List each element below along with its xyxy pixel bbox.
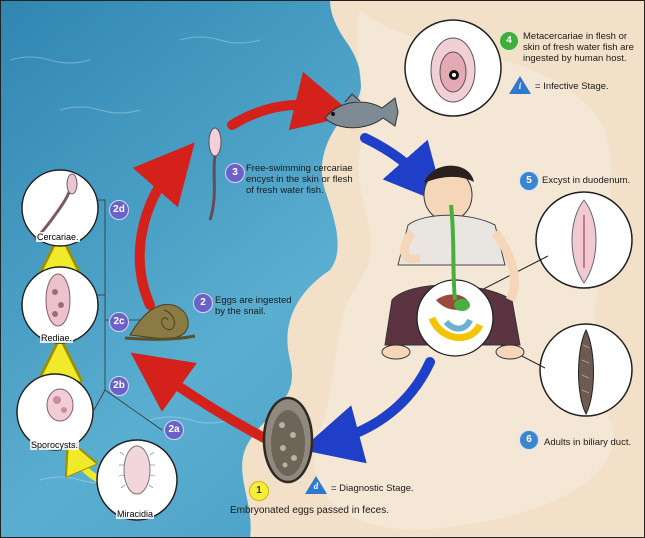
excysted-worm-illustration [536,192,632,288]
diagnostic-stage-label: = Diagnostic Stage. [331,483,414,494]
step-1-badge: 1 [249,481,269,501]
adult-worm-illustration [540,324,632,416]
step-5-label: Excyst in duodenum. [542,175,630,186]
sporocysts-illustration [17,374,93,450]
step-6-badge: 6 [519,430,539,450]
step-4-line-3: ingested by human host. [523,53,634,64]
step-6-label: Adults in biliary duct. [544,437,631,448]
step-2a-badge: 2a [164,420,184,440]
step-2c-badge: 2c [109,312,129,332]
egg-illustration [264,398,312,482]
diagnostic-symbol: d [305,481,327,491]
miracidia-label: Miracidia [116,509,154,519]
step-5-badge: 5 [519,171,539,191]
step-2d-badge: 2d [109,200,129,220]
step-1-label: Embryonated eggs passed in feces. [230,505,389,516]
step-3-line-2: encyst in the skin or flesh [246,174,353,185]
step-4-label: Metacercariae in flesh or skin of fresh … [523,31,634,64]
step-2-line-1: Eggs are ingested [215,295,292,306]
infective-stage-icon: i [509,76,531,94]
rediae-illustration [22,267,98,343]
infective-stage-label: = Infective Stage. [535,81,609,92]
infective-symbol: i [509,81,531,91]
step-2b-badge: 2b [109,376,129,396]
step-3-label: Free-swimming cercariae encyst in the sk… [246,163,353,196]
step-4-badge: 4 [499,31,519,51]
sporocysts-label: Sporocysts. [30,440,79,450]
metacercaria-illustration [405,20,501,116]
step-2-line-2: by the snail. [215,306,292,317]
step-2-badge: 2 [193,293,213,313]
step-4-line-2: skin of fresh water fish are [523,42,634,53]
rediae-label: Rediae. [40,333,73,343]
step-3-badge: 3 [225,163,245,183]
diagnostic-stage-icon: d [305,476,327,494]
cercariae-label: Cercariae. [36,232,80,242]
step-2-label: Eggs are ingested by the snail. [215,295,292,317]
miracidia-illustration [97,440,177,520]
step-3-line-1: Free-swimming cercariae [246,163,353,174]
step-3-line-3: of fresh water fish. [246,185,353,196]
step-4-line-1: Metacercariae in flesh or [523,31,634,42]
